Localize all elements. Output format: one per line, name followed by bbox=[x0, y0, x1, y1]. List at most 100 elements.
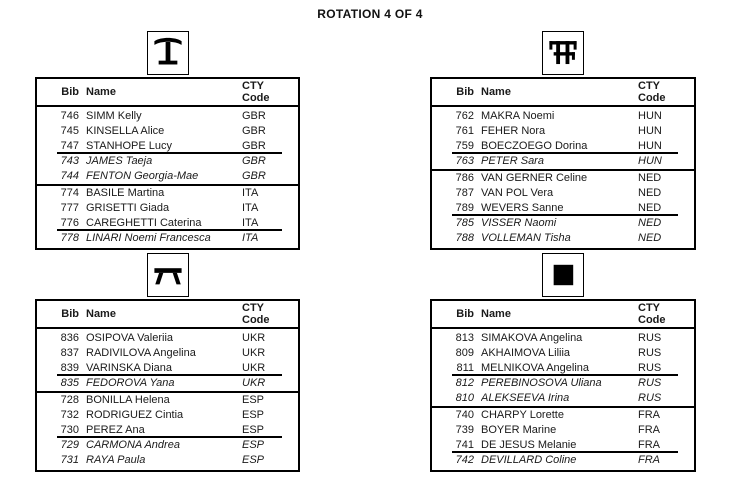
bib-number: 731 bbox=[60, 454, 79, 466]
athlete-name: CAREGHETTI Caterina bbox=[86, 217, 202, 229]
vault-icon bbox=[146, 31, 189, 75]
cty-header-line1: CTY bbox=[638, 80, 660, 92]
floor-icon bbox=[542, 253, 584, 297]
athlete-name: STANHOPE Lucy bbox=[86, 140, 172, 152]
country-code: RUS bbox=[638, 362, 662, 374]
country-code: ESP bbox=[242, 424, 265, 436]
athlete-name: RADIVILOVA Angelina bbox=[86, 347, 196, 359]
athlete-name: CARMONA Andrea bbox=[86, 439, 180, 451]
athlete-name: BASILE Martina bbox=[86, 187, 165, 199]
bib-number: 763 bbox=[455, 155, 474, 167]
page-title: ROTATION 4 OF 4 bbox=[317, 7, 423, 21]
country-code: RUS bbox=[638, 392, 662, 404]
athlete-name: BOECZOEGO Dorina bbox=[481, 140, 588, 152]
athlete-name: FENTON Georgia-Mae bbox=[86, 170, 199, 182]
name-column-header: Name bbox=[481, 86, 511, 98]
country-code: FRA bbox=[638, 409, 660, 421]
country-code: NED bbox=[638, 172, 662, 184]
bib-number: 746 bbox=[60, 110, 79, 122]
country-code: UKR bbox=[242, 332, 266, 344]
country-code: ESP bbox=[242, 409, 265, 421]
country-code: ESP bbox=[242, 439, 265, 451]
bib-number: 778 bbox=[60, 232, 79, 244]
athlete-name: LINARI Noemi Francesca bbox=[86, 232, 211, 244]
athlete-name: GRISETTI Giada bbox=[86, 202, 170, 214]
country-code: ITA bbox=[242, 217, 259, 229]
country-code: HUN bbox=[638, 155, 662, 167]
bib-number: 759 bbox=[455, 140, 474, 152]
athlete-name: SIMAKOVA Angelina bbox=[481, 332, 583, 344]
athlete-name: PEREZ Ana bbox=[86, 424, 145, 436]
bib-number: 789 bbox=[455, 202, 474, 214]
bib-number: 745 bbox=[60, 125, 79, 137]
athlete-name: OSIPOVA Valeriia bbox=[86, 332, 174, 344]
athlete-name: JAMES Taeja bbox=[86, 155, 153, 167]
bib-number: 742 bbox=[455, 454, 474, 466]
athlete-row: 778 LINARI Noemi Francesca ITA bbox=[37, 231, 298, 246]
athlete-row: 730 PEREZ Ana ESP bbox=[37, 423, 298, 438]
country-code: GBR bbox=[242, 125, 266, 137]
bib-column-header: Bib bbox=[456, 86, 474, 98]
bib-number: 741 bbox=[455, 439, 474, 451]
athlete-row: 745 KINSELLA Alice GBR bbox=[37, 124, 298, 139]
athlete-name: VARINSKA Diana bbox=[86, 362, 173, 374]
athlete-name: PEREBINOSOVA Uliana bbox=[481, 377, 602, 389]
name-column-header: Name bbox=[86, 308, 116, 320]
bib-column-header: Bib bbox=[61, 308, 79, 320]
bib-number: 747 bbox=[60, 140, 79, 152]
country-code: ITA bbox=[242, 202, 259, 214]
country-code: GBR bbox=[242, 110, 266, 122]
country-code: UKR bbox=[242, 377, 266, 389]
bib-number: 777 bbox=[60, 202, 79, 214]
country-code: ITA bbox=[242, 232, 259, 244]
country-code: NED bbox=[638, 217, 662, 229]
cty-header-line1: CTY bbox=[242, 80, 264, 92]
country-code: NED bbox=[638, 187, 662, 199]
bib-number: 740 bbox=[455, 409, 474, 421]
bib-number: 730 bbox=[60, 424, 79, 436]
bib-number: 835 bbox=[60, 377, 79, 389]
athlete-name: KINSELLA Alice bbox=[86, 125, 165, 137]
athlete-name: BONILLA Helena bbox=[86, 394, 170, 406]
cty-header-line2: Code bbox=[242, 92, 270, 104]
country-code: HUN bbox=[638, 110, 662, 122]
athlete-name: DEVILLARD Coline bbox=[481, 454, 577, 466]
country-code: NED bbox=[638, 232, 662, 244]
athlete-name: CHARPY Lorette bbox=[481, 409, 564, 421]
bib-number: 729 bbox=[60, 439, 79, 451]
bib-number: 785 bbox=[455, 217, 474, 229]
country-code: RUS bbox=[638, 377, 662, 389]
bib-number: 739 bbox=[455, 424, 474, 436]
athlete-name: MELNIKOVA Angelina bbox=[481, 362, 590, 374]
athlete-row: 729 CARMONA Andrea ESP bbox=[37, 438, 298, 453]
bib-number: 839 bbox=[60, 362, 79, 374]
